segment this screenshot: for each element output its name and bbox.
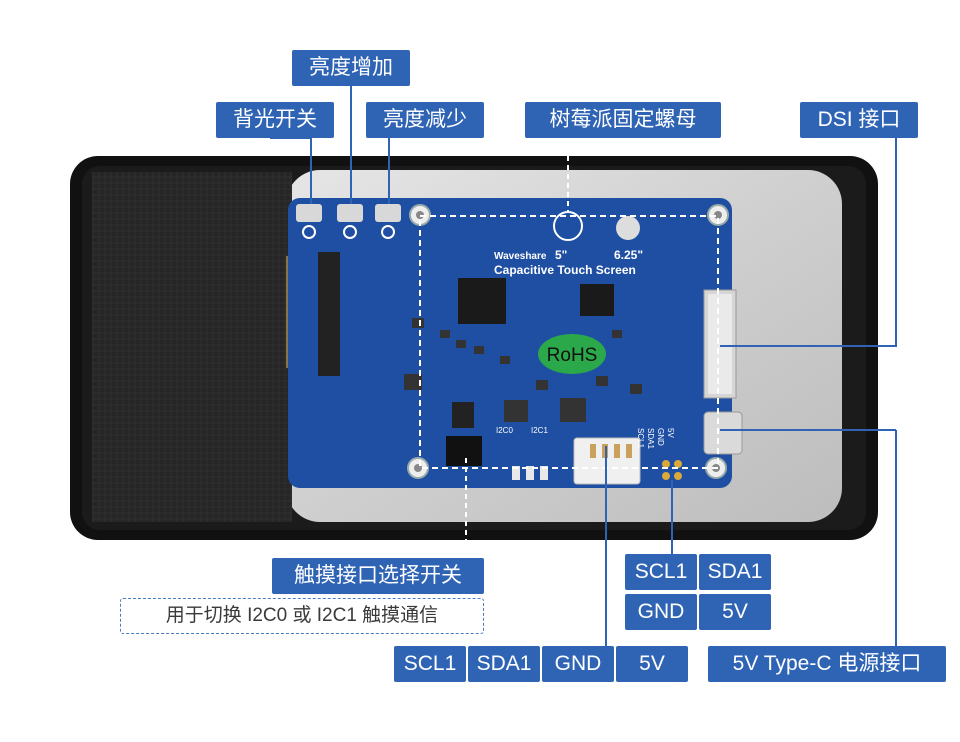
pcb-pin-scl: SCL1 bbox=[636, 428, 645, 449]
pin-right-sda1: SDA1 bbox=[699, 554, 771, 590]
product-text: Capacitive Touch Screen bbox=[494, 263, 636, 277]
cloth-tape bbox=[92, 172, 292, 522]
rohs-text: RoHS bbox=[547, 345, 598, 366]
label-backlight-switch: 背光开关 bbox=[216, 102, 334, 138]
i2c0-text: I2C0 bbox=[496, 426, 513, 435]
label-brightness-up: 亮度增加 bbox=[292, 50, 410, 86]
label-brightness-down: 亮度减少 bbox=[366, 102, 484, 138]
pcb-board bbox=[288, 198, 732, 488]
pin-bottom-sda1: SDA1 bbox=[468, 646, 540, 682]
dip-switch bbox=[446, 436, 482, 466]
size-b-text: 6.25" bbox=[614, 248, 643, 262]
size-a-text: 5" bbox=[555, 248, 567, 262]
main-chip bbox=[458, 278, 506, 324]
rohs-mark bbox=[538, 334, 606, 374]
pin-bottom-gnd: GND bbox=[542, 646, 614, 682]
brand-text: Waveshare bbox=[494, 251, 547, 262]
pcb-pin-gnd: GND bbox=[656, 428, 665, 446]
typec-port bbox=[703, 411, 743, 455]
pin-right-5v: 5V bbox=[699, 594, 771, 630]
label-typec-power: 5V Type-C 电源接口 bbox=[708, 646, 946, 682]
i2c1-text: I2C1 bbox=[531, 426, 548, 435]
pcb-pin-5v: 5V bbox=[666, 428, 675, 438]
pcb-pin-sda: SDA1 bbox=[646, 428, 655, 449]
label-pi-nut: 树莓派固定螺母 bbox=[525, 102, 721, 138]
pin-right-gnd: GND bbox=[625, 594, 697, 630]
pin-bottom-scl1: SCL1 bbox=[394, 646, 466, 682]
pi-mount-outline bbox=[419, 215, 719, 469]
leader-lines bbox=[270, 86, 897, 650]
label-dsi-port: DSI 接口 bbox=[800, 102, 918, 138]
label-touch-switch: 触摸接口选择开关 bbox=[272, 558, 484, 594]
pin-right-scl1: SCL1 bbox=[625, 554, 697, 590]
pin-bottom-5v: 5V bbox=[616, 646, 688, 682]
side-buttons bbox=[296, 204, 401, 239]
note-touch-switch: 用于切换 I2C0 或 I2C1 触摸通信 bbox=[120, 598, 484, 634]
